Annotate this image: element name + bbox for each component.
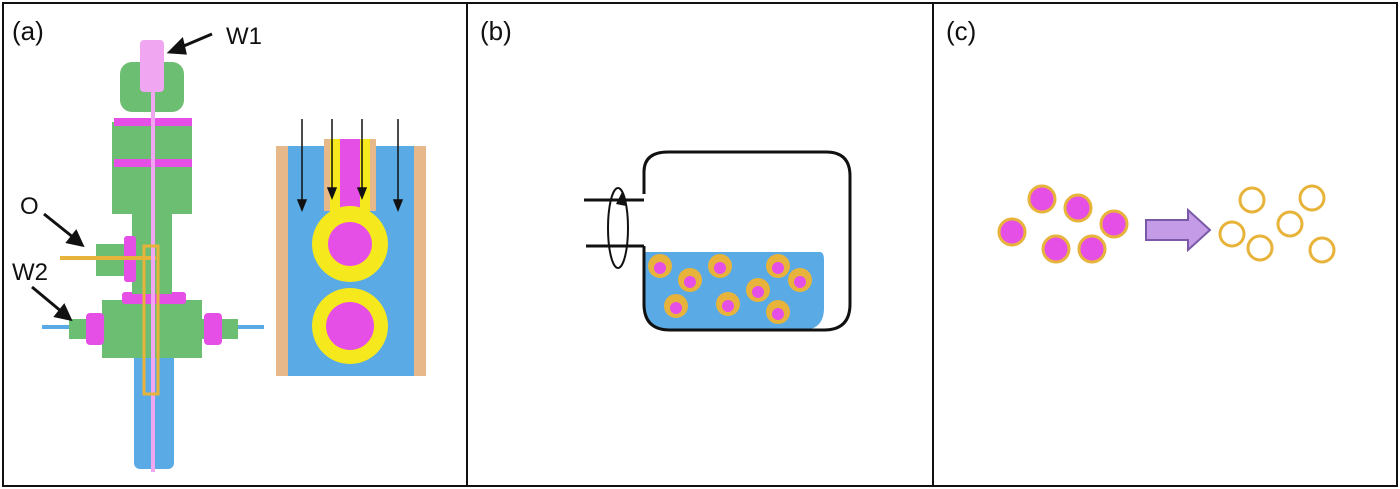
panel-b-diagram	[584, 150, 852, 332]
filled-particles	[997, 184, 1129, 264]
callout-arrows	[31, 32, 213, 322]
device-assembly	[42, 40, 264, 472]
enlarged-cross-section	[276, 119, 426, 376]
particle	[678, 268, 702, 292]
yellow-sleeve	[142, 244, 160, 396]
panel-a-diagram: W1 O W2	[12, 23, 426, 472]
rotation-arrowhead	[616, 192, 626, 206]
flow-arrows	[296, 119, 404, 213]
particle	[766, 254, 790, 278]
panel-c: (c)	[932, 2, 1398, 487]
filled-particle	[1063, 193, 1093, 223]
hollow-particles	[1218, 184, 1336, 264]
w1-capillary	[151, 52, 155, 472]
particle	[788, 268, 812, 292]
filled-particle	[1077, 234, 1107, 264]
panel-c-diagram	[997, 184, 1336, 264]
hollow-particle	[1246, 234, 1274, 262]
panel-a-label: (a)	[12, 16, 44, 46]
o-label: O	[20, 193, 39, 220]
section-wall-left	[276, 146, 288, 376]
hollow-particle	[1298, 184, 1326, 212]
rotation-arrow	[607, 187, 629, 269]
filled-particle	[1041, 234, 1071, 264]
process-arrow	[1145, 207, 1212, 253]
particle	[716, 292, 740, 316]
particle	[648, 254, 672, 278]
panel-c-label: (c)	[946, 16, 977, 46]
flask-outline	[642, 150, 852, 332]
panel-b: (b)	[466, 2, 934, 487]
w1-label: W1	[226, 23, 262, 50]
hollow-particle	[1218, 220, 1246, 248]
hollow-particle	[1238, 186, 1266, 214]
section-wall-right	[414, 146, 426, 376]
cross-right-nut	[204, 313, 222, 345]
hollow-particle	[1308, 236, 1336, 264]
particle	[746, 278, 770, 302]
particles-in-liquid	[648, 254, 812, 324]
particle	[766, 300, 790, 324]
droplet-released-core	[326, 302, 374, 350]
panel-b-label: (b)	[480, 16, 512, 46]
panel-a: (a)	[2, 2, 468, 487]
particle	[708, 254, 732, 278]
cross-left-nut	[86, 313, 104, 345]
filled-particle	[1099, 209, 1129, 239]
filled-particle	[997, 217, 1027, 247]
filled-particle	[1027, 184, 1057, 214]
hollow-particle	[1276, 210, 1304, 238]
particle	[664, 294, 688, 318]
droplet-forming-core	[328, 222, 372, 266]
w2-label: W2	[12, 259, 48, 286]
o-wire	[60, 256, 156, 260]
